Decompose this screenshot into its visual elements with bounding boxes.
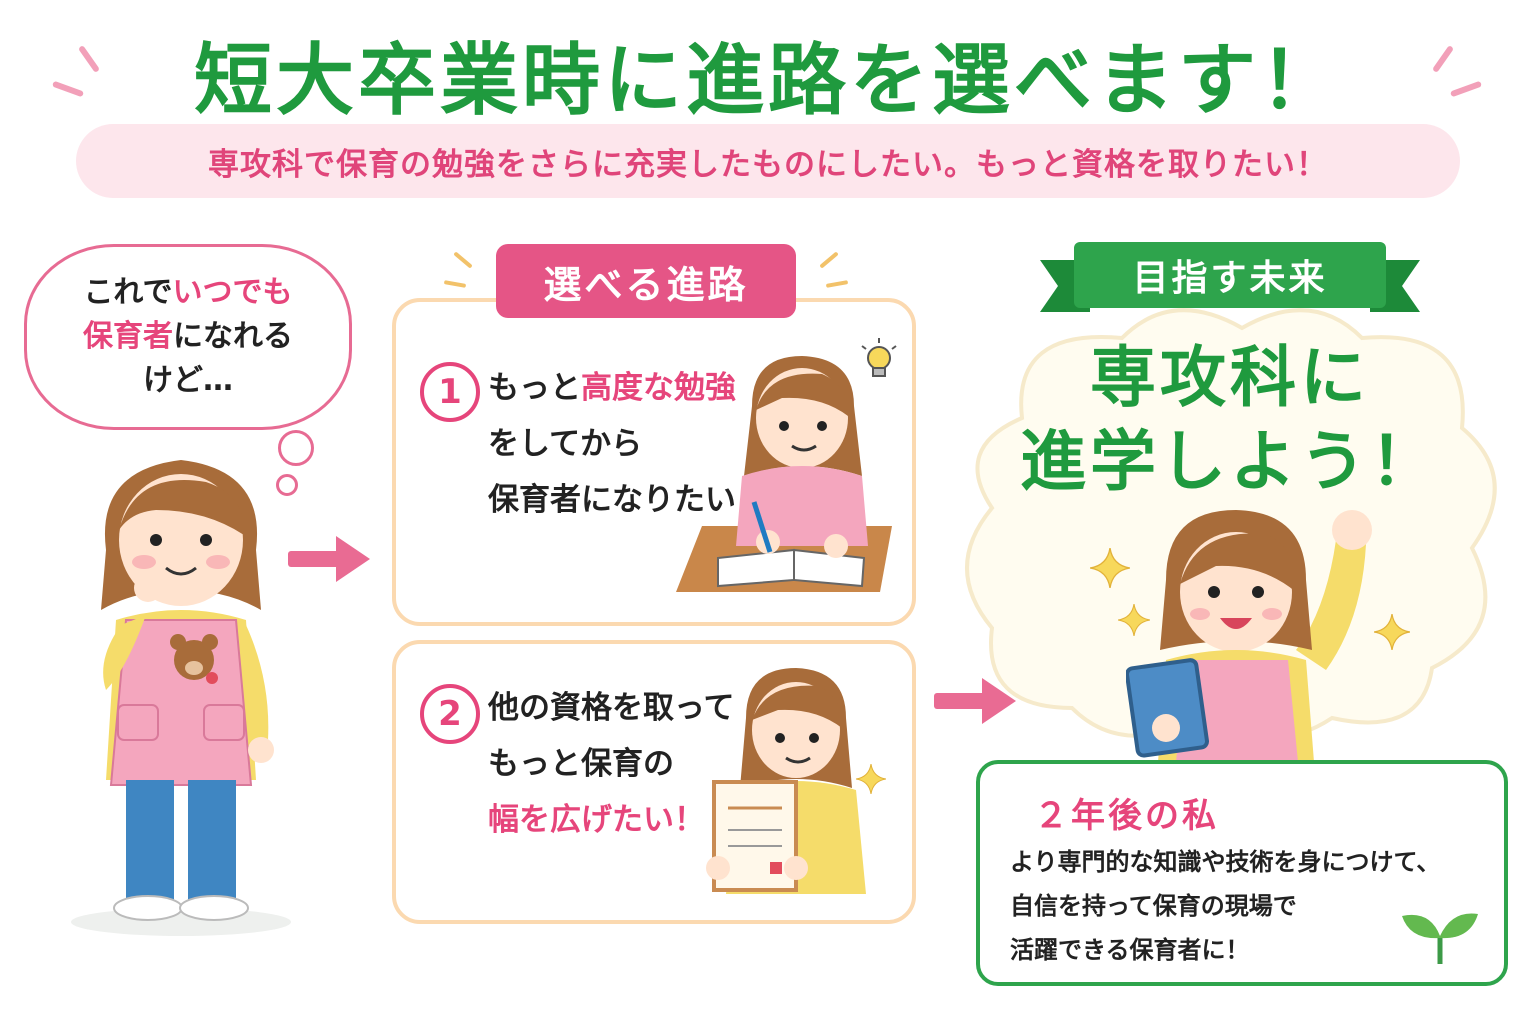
subtitle-banner: 専攻科で保育の勉強をさらに充実したものにしたい。もっと資格を取りたい！ — [76, 124, 1460, 198]
lightbulb-icon — [861, 338, 897, 377]
speech-bubble: これでいつでも 保育者になれる けど… — [24, 244, 352, 430]
future-box-title: ２年後の私 — [1034, 796, 1219, 836]
arrow-right-icon — [934, 678, 1016, 724]
future-label: 目指す未来 — [1132, 258, 1328, 299]
speech-line-1: これでいつでも — [83, 275, 293, 310]
future-headline: 専攻科に 進学しよう！ — [1020, 339, 1440, 500]
teacher-cheering-illustration — [1126, 510, 1372, 762]
future-box: ２年後の私 より専門的な知識や技術を身につけて、 自信を持って保育の現場で 活躍… — [976, 760, 1508, 986]
sparkle-icon — [1090, 548, 1130, 588]
thought-dot-large — [278, 430, 314, 466]
path-card-2-text: 他の資格を取って もっと保育の 幅を広げたい！ — [488, 690, 735, 838]
future-box-body: より専門的な知識や技術を身につけて、 自信を持って保育の現場で 活躍できる保育者… — [1010, 848, 1441, 964]
page-title: 短大卒業時に進路を選べます！ — [193, 36, 1342, 126]
speech-line-3: けど… — [143, 363, 233, 398]
bear-icon — [170, 634, 218, 684]
path-card-2: 2 他の資格を取って もっと保育の 幅を広げたい！ — [392, 640, 916, 924]
arrow-right-icon — [288, 536, 370, 582]
path-card-1-text: もっと高度な勉強 をしてから 保育者になりたい！ — [488, 370, 767, 518]
sparkle-icon — [856, 764, 886, 794]
sprout-icon — [1402, 913, 1478, 964]
heading-spark-left-2 — [443, 280, 467, 288]
studying-girl-illustration — [676, 356, 892, 592]
sparkle-icon — [1118, 604, 1150, 636]
speech-line-2: 保育者になれる — [83, 319, 293, 354]
path-card-1: 1 もっと高度な勉強 をしてから 保育者になりたい！ — [392, 298, 916, 626]
heading-spark-right-2 — [825, 280, 849, 288]
path-number-badge: 2 — [420, 684, 480, 744]
future-ribbon: 目指す未来 — [1040, 232, 1420, 322]
paths-heading: 選べる進路 — [496, 244, 796, 318]
path-number-badge: 1 — [420, 362, 480, 422]
subtitle-text: 専攻科で保育の勉強をさらに充実したものにしたい。もっと資格を取りたい！ — [208, 146, 1328, 183]
thought-dot-small — [276, 474, 298, 496]
certificate-girl-illustration — [706, 668, 866, 894]
teacher-illustration-left — [71, 460, 291, 936]
heading-spark-right-1 — [819, 251, 839, 269]
heading-spark-left-1 — [453, 251, 473, 269]
sparkle-icon — [1374, 614, 1410, 650]
